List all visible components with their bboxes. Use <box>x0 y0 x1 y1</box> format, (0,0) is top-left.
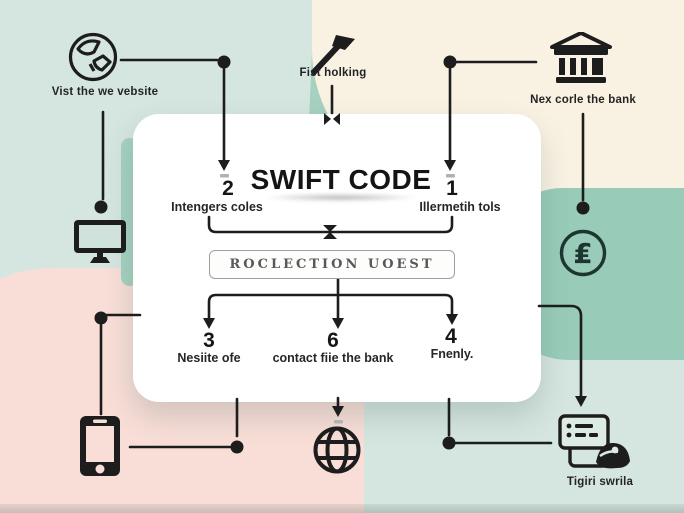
title-shadow <box>262 193 420 202</box>
flag-icon <box>305 26 360 78</box>
step4-number: 4 <box>445 325 457 348</box>
bank-node-label: Nex corle the bank <box>530 94 636 106</box>
bottom-shade <box>0 504 684 513</box>
globe-grid-icon <box>311 424 363 476</box>
step4-label: Fnenly. <box>430 347 474 361</box>
banner-text: ROCLECTION UOEST <box>229 257 435 272</box>
step1-number: 1 <box>446 177 458 200</box>
step1-label: Illermetih tols <box>419 200 501 214</box>
step2-number: 2 <box>222 177 234 200</box>
globe-sketch-icon <box>66 30 120 84</box>
smartphone-icon <box>77 414 123 478</box>
step3-label: Nesiite ofe <box>177 351 241 365</box>
monitor-icon <box>72 218 128 264</box>
card-title: SWIFT CODE <box>250 164 432 195</box>
website-node-label: Vist the we vebsite <box>51 86 159 98</box>
banner-box: ROCLECTION UOEST <box>209 250 455 279</box>
step2-label: Intengers coles <box>171 200 263 214</box>
currency-coin-icon: ₤ <box>558 228 608 278</box>
bank-icon <box>548 32 614 84</box>
flag-node-label: Fist holking <box>299 67 367 79</box>
chat-message-icon <box>552 412 636 472</box>
step6-number: 6 <box>327 329 339 352</box>
step6-label: contact fiie the bank <box>272 351 394 365</box>
step3-number: 3 <box>203 329 215 352</box>
chat-node-label: Tigiri swrila <box>566 476 634 488</box>
currency-glyph: ₤ <box>573 237 592 270</box>
